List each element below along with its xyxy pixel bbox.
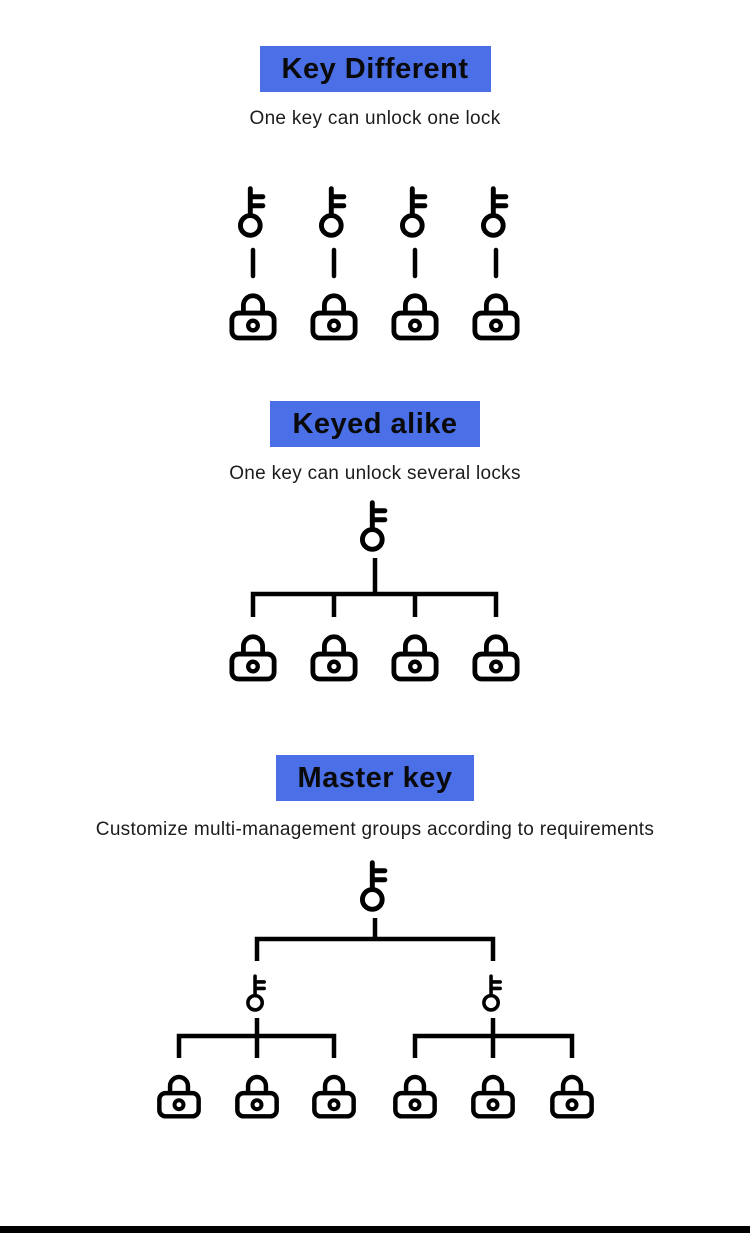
padlock-icon (395, 1077, 434, 1116)
diagram-one-key-one-lock (225, 186, 525, 342)
section-key-different: Key Different One key can unlock one loc… (0, 46, 750, 342)
section-subtitle: One key can unlock several locks (229, 463, 521, 484)
padlock-icon (232, 637, 274, 679)
sub-key-icon (482, 974, 502, 1012)
diagram-master-key-hierarchy (155, 860, 595, 1122)
padlock-icon (314, 1077, 353, 1116)
section-master-key: Master key Customize multi-management gr… (0, 755, 750, 1122)
padlock-icon (394, 637, 436, 679)
sub-key-icon (246, 974, 266, 1012)
padlock-icon (394, 296, 436, 338)
section-keyed-alike: Keyed alike One key can unlock several l… (0, 401, 750, 684)
section-subtitle: One key can unlock one lock (249, 108, 501, 129)
footer-divider-bar (0, 1226, 750, 1233)
padlock-icon (313, 296, 355, 338)
diagram-one-key-many-locks (225, 500, 525, 684)
padlock-icon (232, 296, 274, 338)
key-icon (321, 189, 343, 236)
tree-connector (254, 918, 496, 961)
tree-connector (176, 1018, 337, 1058)
tree-connector (412, 1018, 575, 1058)
tree-connector (250, 558, 499, 617)
section-title-banner: Master key (275, 755, 475, 801)
infographic: Key Different One key can unlock one loc… (0, 46, 750, 1122)
master-key-icon (362, 863, 384, 910)
page-root: { "page": { "background": "#ffffff", "ac… (0, 46, 750, 1233)
padlock-icon (313, 637, 355, 679)
padlock-icon (473, 1077, 512, 1116)
key-icon (362, 503, 384, 550)
key-to-lock-connector (250, 247, 499, 279)
padlock-icon (475, 637, 517, 679)
section-title-banner: Key Different (259, 46, 491, 92)
section-title-banner: Keyed alike (270, 401, 480, 447)
key-icon (402, 189, 424, 236)
section-subtitle: Customize multi-management groups accord… (95, 819, 655, 840)
key-icon (240, 189, 262, 236)
padlock-icon (237, 1077, 276, 1116)
padlock-icon (475, 296, 517, 338)
padlock-icon (159, 1077, 198, 1116)
padlock-icon (552, 1077, 591, 1116)
key-icon (483, 189, 505, 236)
